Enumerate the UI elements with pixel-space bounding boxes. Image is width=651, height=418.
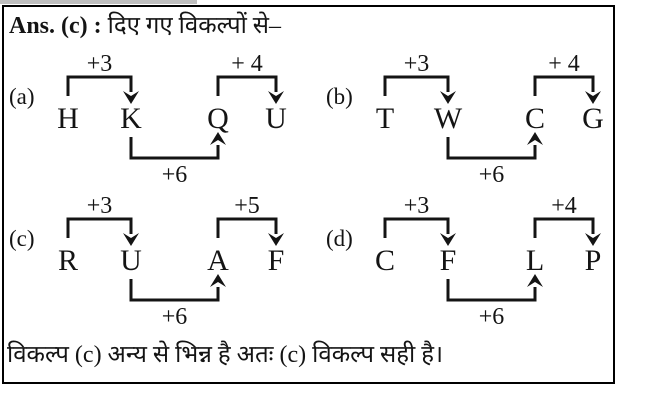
- option-d: (d) C F L P +3 +4 +6: [326, 192, 626, 334]
- bracket-arrow-up: [446, 137, 537, 160]
- sequence-letter: U: [120, 244, 142, 277]
- arrowhead-down-icon: [268, 91, 284, 104]
- sequence-letter: C: [525, 102, 545, 135]
- option-diagram: T W C G +3 + 4 +6: [376, 51, 604, 188]
- step-label: + 4: [231, 51, 263, 77]
- step-label: +3: [87, 51, 113, 77]
- sequence-letter: L: [526, 244, 544, 277]
- bracket-arrow-up: [129, 137, 220, 160]
- arrowhead-down-icon: [440, 91, 456, 104]
- option-diagram: C F L P +3 +4 +6: [375, 193, 602, 330]
- arrowhead-down-icon: [268, 233, 284, 246]
- intro-text: दिए गए विकल्पों से–: [107, 13, 282, 39]
- sequence-letter: T: [376, 102, 394, 135]
- arrowhead-down-icon: [123, 233, 139, 246]
- arrowhead-up-icon: [527, 274, 543, 287]
- bracket-arrow-down: [66, 75, 133, 96]
- step-label: +3: [404, 51, 430, 77]
- arrowhead-up-icon: [210, 274, 226, 287]
- option-a: (a) H K Q U +3 + 4 +6: [9, 50, 309, 192]
- sequence-letter: W: [434, 102, 463, 135]
- sequence-letter: F: [440, 244, 457, 277]
- sequence-letter: G: [582, 102, 604, 135]
- step-label: +6: [162, 162, 188, 188]
- step-label: +4: [551, 193, 577, 219]
- option-label: (d): [326, 226, 353, 251]
- option-c: (c) R U A F +3 +5 +6: [9, 192, 309, 334]
- sequence-letter: P: [585, 244, 602, 277]
- sequence-letter: K: [120, 102, 142, 135]
- step-label: +6: [479, 162, 505, 188]
- step-label: + 4: [548, 51, 580, 77]
- sequence-letter: Q: [207, 102, 229, 135]
- bracket-arrow-up: [446, 279, 537, 302]
- arrowhead-down-icon: [440, 233, 456, 246]
- conclusion-text: विकल्प (c) अन्य से भिन्न है अतः (c) विकल…: [7, 342, 444, 368]
- option-diagram: H K Q U +3 + 4 +6: [57, 51, 287, 188]
- top-edge-strip: [0, 0, 197, 4]
- step-label: +3: [404, 193, 430, 219]
- option-label: (b): [326, 84, 353, 109]
- answer-header: Ans. (c) : दिए गए विकल्पों से–: [9, 10, 281, 42]
- bracket-arrow-down: [216, 75, 278, 96]
- step-label: +6: [162, 304, 188, 330]
- option-label: (a): [9, 84, 35, 109]
- option-b: (b) T W C G +3 + 4 +6: [326, 50, 626, 192]
- sequence-letter: A: [207, 244, 229, 277]
- arrowhead-down-icon: [585, 233, 601, 246]
- bracket-arrow-down: [533, 75, 595, 96]
- arrowhead-down-icon: [123, 91, 139, 104]
- bracket-arrow-down: [383, 75, 450, 96]
- sequence-letter: R: [58, 244, 78, 277]
- bracket-arrow-down: [216, 217, 278, 238]
- option-diagram: R U A F +3 +5 +6: [58, 193, 285, 330]
- arrowhead-up-icon: [527, 132, 543, 145]
- option-label: (c): [9, 226, 35, 251]
- arrowhead-up-icon: [210, 132, 226, 145]
- sequence-letter: H: [57, 102, 79, 135]
- bracket-arrow-down: [66, 217, 133, 238]
- arrowhead-down-icon: [585, 91, 601, 104]
- bracket-arrow-down: [533, 217, 595, 238]
- sequence-letter: C: [375, 244, 395, 277]
- bracket-arrow-up: [129, 279, 220, 302]
- sequence-letter: F: [268, 244, 285, 277]
- sequence-letter: U: [265, 102, 287, 135]
- answer-label: Ans. (c) :: [9, 13, 102, 39]
- bracket-arrow-down: [383, 217, 450, 238]
- answer-box: Ans. (c) : दिए गए विकल्पों से– (a) H K Q U +3…: [2, 5, 615, 384]
- step-label: +6: [479, 304, 505, 330]
- step-label: +3: [87, 193, 113, 219]
- step-label: +5: [234, 193, 260, 219]
